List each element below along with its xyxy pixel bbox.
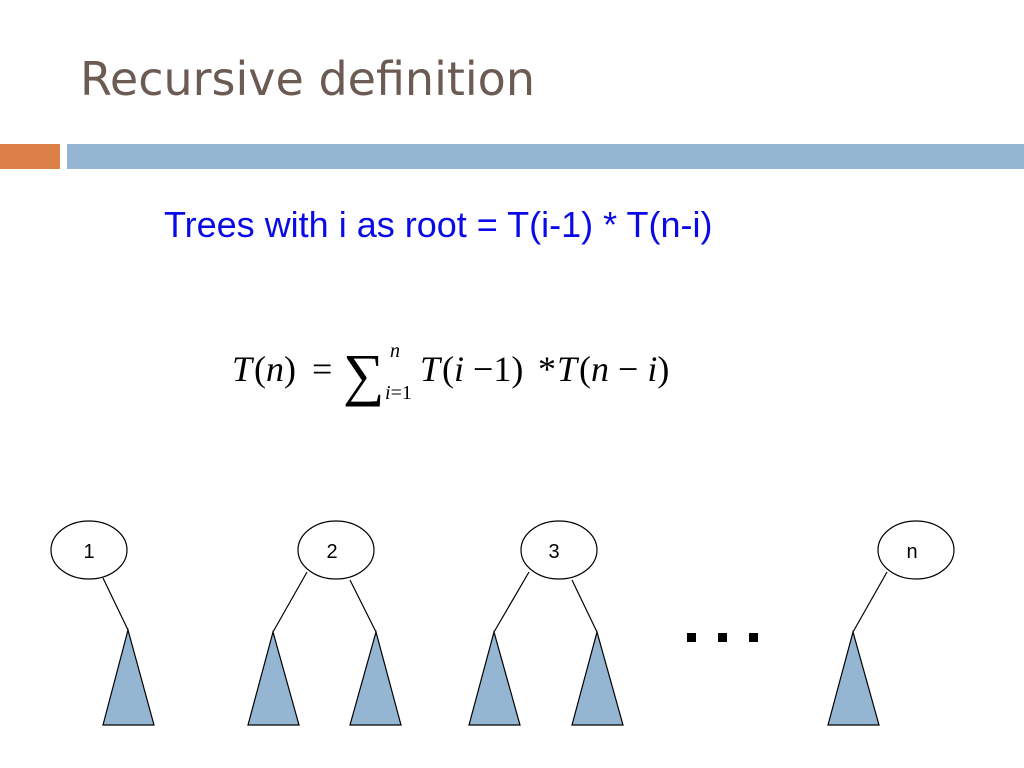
- node-label-3: 3: [548, 541, 559, 563]
- subtree-left: [468, 629, 521, 726]
- subtree-right: [102, 627, 155, 726]
- tree-root-1: [50, 520, 155, 726]
- slide-title: Recursive definition: [80, 52, 535, 106]
- formula-lhs-args: (n): [254, 349, 296, 389]
- tree-root-3: [468, 520, 624, 726]
- tree-root-2: [247, 520, 402, 726]
- formula-lower-limit: i=1: [385, 382, 412, 404]
- tree-root-n: [827, 520, 955, 726]
- edge-left: [272, 571, 308, 633]
- root-node-3: [520, 520, 598, 580]
- subtitle-text: Trees with i as root = T(i-1) * T(n-i): [164, 204, 713, 245]
- root-node-1: [50, 520, 128, 580]
- formula-term-1-T: T: [420, 349, 443, 389]
- root-node-n: [877, 520, 955, 580]
- ellipsis-dots: [687, 633, 758, 642]
- edge-left: [493, 571, 530, 633]
- edge-right: [349, 579, 377, 633]
- formula-sum-symbol: ∑: [343, 342, 384, 407]
- formula-term-2-T: T: [557, 349, 580, 389]
- subtree-right: [571, 629, 624, 726]
- header-accent-orange: [0, 144, 60, 169]
- header-accent-blue: [67, 144, 1024, 169]
- subtree-left: [247, 629, 300, 726]
- formula-operator: *: [538, 349, 556, 389]
- formula-term-1-args: (i −1): [442, 349, 523, 389]
- formula-equals: =: [312, 349, 332, 389]
- edge-left: [852, 571, 888, 633]
- subtree-right: [349, 629, 402, 726]
- node-label-1: 1: [83, 541, 94, 563]
- edge-right: [571, 579, 598, 633]
- root-node-2: [297, 520, 375, 580]
- edge: [102, 577, 129, 631]
- node-label-2: 2: [326, 541, 337, 563]
- node-label-n: n: [906, 541, 917, 563]
- formula-term-2-args: (n − i): [579, 349, 669, 389]
- subtree-left: [827, 629, 880, 726]
- formula-lhs-T: T: [232, 349, 255, 389]
- formula-upper-limit: n: [390, 340, 400, 362]
